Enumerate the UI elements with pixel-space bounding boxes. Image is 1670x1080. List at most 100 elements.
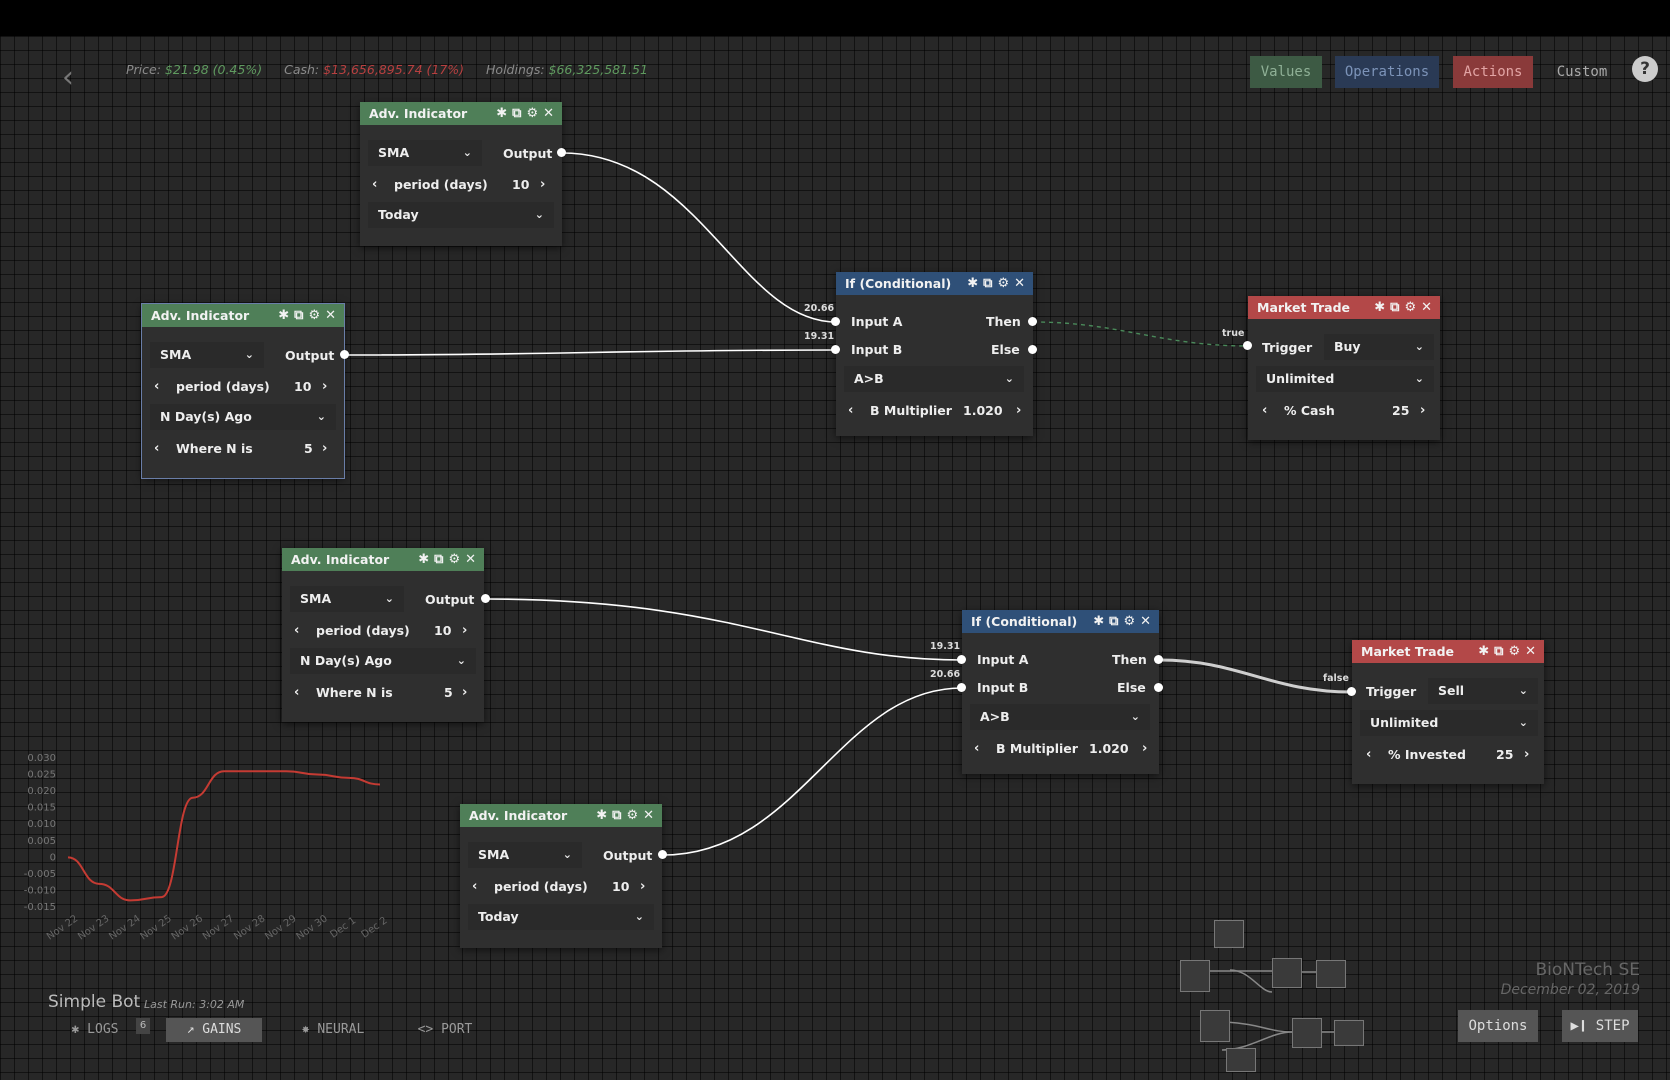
node-header[interactable]: Adv. Indicator ✱⧉⚙✕ — [142, 304, 344, 327]
amount-select[interactable]: Unlimited⌄ — [1256, 366, 1434, 392]
chevron-left-icon[interactable]: ‹ — [1262, 403, 1268, 418]
adv-indicator-node-1[interactable]: Adv. Indicator ✱⧉⚙✕ SMA⌄ Output ‹ period… — [360, 102, 562, 246]
close-icon[interactable]: ✕ — [1421, 300, 1434, 315]
close-icon[interactable]: ✕ — [1525, 644, 1538, 659]
chevron-left-icon[interactable]: ‹ — [154, 379, 160, 394]
indicator-select[interactable]: SMA⌄ — [290, 586, 404, 612]
input-b-port[interactable] — [831, 345, 840, 354]
copy-icon[interactable]: ⧉ — [983, 276, 995, 291]
back-icon[interactable]: ‹ — [62, 60, 74, 95]
node-header[interactable]: Adv. Indicator ✱⧉⚙✕ — [282, 548, 484, 571]
gear-icon[interactable]: ⚙ — [526, 106, 541, 121]
pct-stepper[interactable]: ‹ % Cash 25 › — [1262, 398, 1432, 424]
indicator-select[interactable]: SMA⌄ — [368, 140, 482, 166]
output-port[interactable] — [658, 850, 667, 859]
step-button[interactable]: ▶❙ STEP — [1562, 1010, 1638, 1042]
adv-indicator-node-3[interactable]: Adv. Indicator ✱⧉⚙✕ SMA⌄ Output ‹ period… — [282, 548, 484, 722]
operator-select[interactable]: A>B⌄ — [970, 704, 1150, 730]
copy-icon[interactable]: ⧉ — [1390, 300, 1402, 315]
trigger-select[interactable]: Buy⌄ — [1324, 334, 1434, 360]
tab-values[interactable]: Values — [1250, 56, 1322, 88]
output-port[interactable] — [557, 148, 566, 157]
gear-icon[interactable]: ⚙ — [1404, 300, 1419, 315]
else-port[interactable] — [1028, 345, 1037, 354]
chevron-left-icon[interactable]: ‹ — [294, 623, 300, 638]
debug-icon[interactable]: ✱ — [1093, 614, 1107, 629]
chevron-right-icon[interactable]: › — [322, 441, 328, 456]
adv-indicator-node-2[interactable]: Adv. Indicator ✱⧉⚙✕ SMA⌄ Output ‹ period… — [141, 303, 345, 479]
node-header[interactable]: Market Trade ✱⧉⚙✕ — [1248, 296, 1440, 319]
n-stepper[interactable]: ‹ Where N is 5 › — [294, 680, 474, 706]
indicator-select[interactable]: SMA⌄ — [468, 842, 582, 868]
gear-icon[interactable]: ⚙ — [448, 552, 463, 567]
tab-custom[interactable]: Custom — [1556, 64, 1608, 80]
trigger-port[interactable] — [1347, 687, 1356, 696]
options-button[interactable]: Options — [1458, 1010, 1538, 1042]
tab-logs[interactable]: ✱ LOGS — [60, 1018, 130, 1042]
close-icon[interactable]: ✕ — [1014, 276, 1027, 291]
tab-gains[interactable]: ↗ GAINS — [166, 1018, 262, 1042]
debug-icon[interactable]: ✱ — [967, 276, 981, 291]
node-header[interactable]: Adv. Indicator ✱⧉⚙✕ — [360, 102, 562, 125]
node-header[interactable]: If (Conditional) ✱⧉⚙✕ — [962, 610, 1159, 633]
close-icon[interactable]: ✕ — [465, 552, 478, 567]
period-stepper[interactable]: ‹ period (days) 10 › — [472, 874, 652, 900]
debug-icon[interactable]: ✱ — [596, 808, 610, 823]
when-select[interactable]: N Day(s) Ago⌄ — [150, 404, 336, 430]
copy-icon[interactable]: ⧉ — [1109, 614, 1121, 629]
chevron-left-icon[interactable]: ‹ — [1366, 747, 1372, 762]
debug-icon[interactable]: ✱ — [278, 308, 292, 323]
debug-icon[interactable]: ✱ — [1374, 300, 1388, 315]
node-header[interactable]: Market Trade ✱⧉⚙✕ — [1352, 640, 1544, 663]
then-port[interactable] — [1028, 317, 1037, 326]
b-multiplier-stepper[interactable]: ‹ B Multiplier 1.020 › — [848, 398, 1028, 424]
help-icon[interactable]: ? — [1632, 56, 1658, 82]
else-port[interactable] — [1154, 683, 1163, 692]
b-multiplier-stepper[interactable]: ‹ B Multiplier 1.020 › — [974, 736, 1154, 762]
tab-operations[interactable]: Operations — [1335, 56, 1439, 88]
chevron-left-icon[interactable]: ‹ — [848, 403, 854, 418]
close-icon[interactable]: ✕ — [325, 308, 338, 323]
close-icon[interactable]: ✕ — [643, 808, 656, 823]
trigger-select[interactable]: Sell⌄ — [1428, 678, 1538, 704]
input-b-port[interactable] — [957, 683, 966, 692]
gear-icon[interactable]: ⚙ — [1123, 614, 1138, 629]
copy-icon[interactable]: ⧉ — [1494, 644, 1506, 659]
if-conditional-node-1[interactable]: If (Conditional) ✱⧉⚙✕ Input A Then Input… — [836, 272, 1033, 436]
chevron-right-icon[interactable]: › — [1420, 403, 1426, 418]
input-a-port[interactable] — [957, 655, 966, 664]
period-stepper[interactable]: ‹ period (days) 10 › — [372, 172, 552, 198]
output-port[interactable] — [340, 350, 349, 359]
trigger-port[interactable] — [1243, 341, 1252, 350]
when-select[interactable]: Today⌄ — [368, 202, 554, 228]
when-select[interactable]: N Day(s) Ago⌄ — [290, 648, 476, 674]
copy-icon[interactable]: ⧉ — [434, 552, 446, 567]
chevron-left-icon[interactable]: ‹ — [294, 685, 300, 700]
pct-stepper[interactable]: ‹ % Invested 25 › — [1366, 742, 1536, 768]
gear-icon[interactable]: ⚙ — [626, 808, 641, 823]
adv-indicator-node-4[interactable]: Adv. Indicator ✱⧉⚙✕ SMA⌄ Output ‹ period… — [460, 804, 662, 948]
debug-icon[interactable]: ✱ — [1478, 644, 1492, 659]
debug-icon[interactable]: ✱ — [418, 552, 432, 567]
chevron-left-icon[interactable]: ‹ — [154, 441, 160, 456]
when-select[interactable]: Today⌄ — [468, 904, 654, 930]
market-trade-node-1[interactable]: Market Trade ✱⧉⚙✕ Trigger Buy⌄ Unlimited… — [1248, 296, 1440, 440]
market-trade-node-2[interactable]: Market Trade ✱⧉⚙✕ Trigger Sell⌄ Unlimite… — [1352, 640, 1544, 784]
chevron-right-icon[interactable]: › — [462, 685, 468, 700]
chevron-right-icon[interactable]: › — [1524, 747, 1530, 762]
chevron-right-icon[interactable]: › — [322, 379, 328, 394]
debug-icon[interactable]: ✱ — [496, 106, 510, 121]
then-port[interactable] — [1154, 655, 1163, 664]
gear-icon[interactable]: ⚙ — [308, 308, 323, 323]
tab-neural[interactable]: ✸ NEURAL — [288, 1018, 378, 1042]
chevron-right-icon[interactable]: › — [640, 879, 646, 894]
chevron-right-icon[interactable]: › — [462, 623, 468, 638]
chevron-right-icon[interactable]: › — [1016, 403, 1022, 418]
chevron-right-icon[interactable]: › — [540, 177, 546, 192]
chevron-right-icon[interactable]: › — [1142, 741, 1148, 756]
close-icon[interactable]: ✕ — [1140, 614, 1153, 629]
gear-icon[interactable]: ⚙ — [1508, 644, 1523, 659]
minimap[interactable] — [1180, 920, 1400, 1072]
input-a-port[interactable] — [831, 317, 840, 326]
gear-icon[interactable]: ⚙ — [997, 276, 1012, 291]
